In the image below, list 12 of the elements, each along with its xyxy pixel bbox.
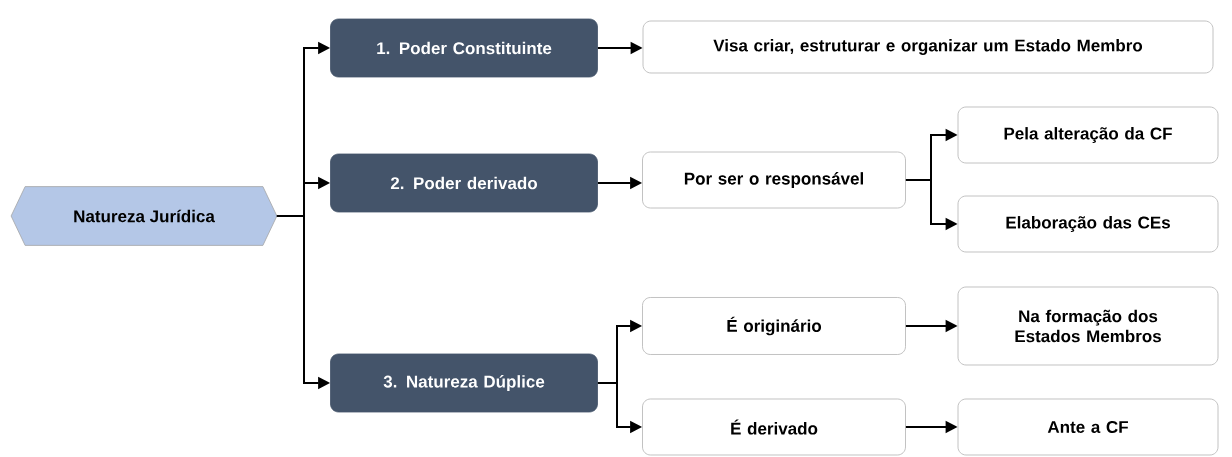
category-box: 1. Poder Constituinte (330, 18, 598, 78)
text-box: Por ser o responsável (642, 151, 906, 209)
category-box: 2. Poder derivado (330, 153, 598, 213)
text-box: É derivado (642, 398, 906, 456)
text-box: Elaboração das CEs (957, 195, 1219, 253)
text-box: Ante a CF (957, 398, 1219, 456)
category-box: 3. Natureza Dúplice (330, 353, 598, 413)
text-box: Na formação dos Estados Membros (957, 286, 1219, 366)
text-box: Pela alteração da CF (957, 106, 1219, 164)
text-box: Visa criar, estruturar e organizar um Estado Membro (642, 20, 1214, 74)
text-box: É originário (642, 297, 906, 355)
hexagon-box: Natureza Jurídica (10, 186, 278, 246)
